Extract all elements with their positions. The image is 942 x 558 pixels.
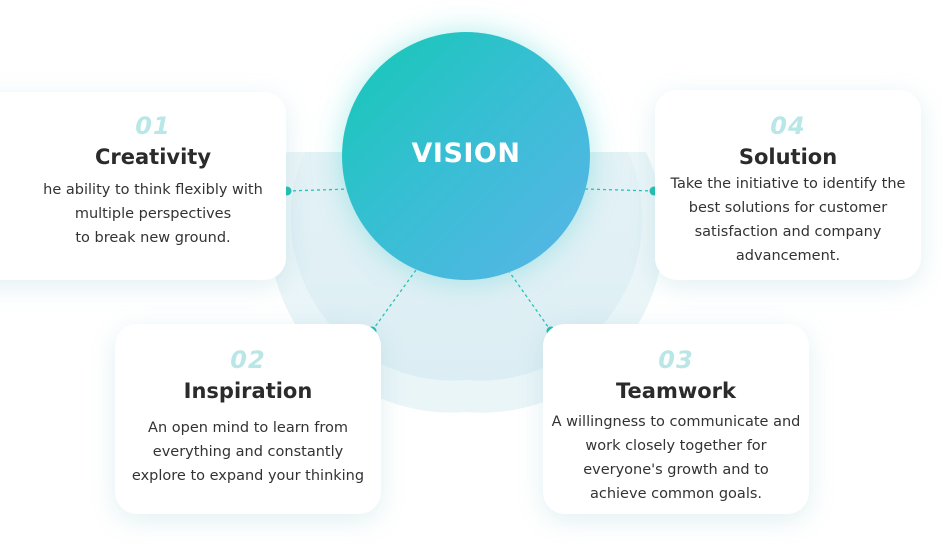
item-description: Take the initiative to identify the best… <box>670 176 906 264</box>
connector-02 <box>371 269 417 332</box>
item-number: 03 <box>658 346 694 374</box>
card-creativity <box>0 92 286 280</box>
item-description: An open mind to learn from everything an… <box>131 420 365 484</box>
item-creativity: 01 Creativity he ability to think flexib… <box>28 112 278 250</box>
item-title: Teamwork <box>616 379 736 403</box>
item-description: he ability to think flexibly with multip… <box>43 182 263 246</box>
connector-01 <box>286 188 351 192</box>
card-solution <box>655 90 921 280</box>
card-teamwork <box>543 324 809 514</box>
item-solution: 04 Solution Take the initiative to ident… <box>660 112 916 268</box>
item-teamwork: 03 Teamwork A willingness to communicate… <box>546 346 806 506</box>
item-number: 01 <box>135 112 171 140</box>
item-title: Solution <box>738 145 838 169</box>
item-description: A willingness to communicate and work cl… <box>551 414 801 502</box>
item-number: 04 <box>770 112 806 140</box>
item-title: Creativity <box>94 145 212 169</box>
vision-label: VISION <box>411 137 521 169</box>
connector-03 <box>507 269 552 332</box>
vision-circle: VISION <box>342 32 590 280</box>
item-inspiration: 02 Inspiration An open mind to learn fro… <box>118 346 378 488</box>
item-number: 02 <box>230 346 266 374</box>
item-title: Inspiration <box>183 379 313 403</box>
card-inspiration <box>115 324 381 514</box>
